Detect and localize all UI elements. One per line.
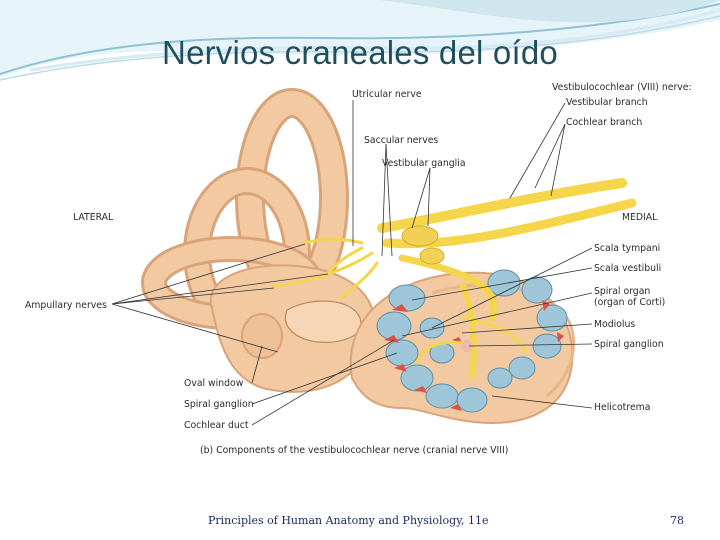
label-scala-vestibuli: Scala vestibuli xyxy=(594,263,662,274)
label-organ-of-corti: (organ of Corti) xyxy=(594,297,666,308)
label-cochlear-duct: Cochlear duct xyxy=(184,420,249,431)
label-cochlear-branch: Cochlear branch xyxy=(566,117,643,128)
label-spiral-organ: Spiral organ xyxy=(594,286,651,297)
label-vestibular-branch: Vestibular branch xyxy=(566,97,648,108)
page-number: 78 xyxy=(670,514,684,527)
label-ampullary-nerves: Ampullary nerves xyxy=(25,300,107,311)
label-vestibular-ganglia: Vestibular ganglia xyxy=(382,158,466,169)
leader-lines xyxy=(111,100,593,426)
label-lateral: LATERAL xyxy=(73,212,114,223)
label-utricular-nerve: Utricular nerve xyxy=(352,89,422,100)
label-saccular-nerves: Saccular nerves xyxy=(364,135,439,146)
slide-footer: Principles of Human Anatomy and Physiolo… xyxy=(208,514,489,527)
label-helicotrema: Helicotrema xyxy=(594,402,651,413)
label-medial: MEDIAL xyxy=(622,212,658,223)
label-modiolus: Modiolus xyxy=(594,319,636,330)
figure-caption: (b) Components of the vestibulocochlear … xyxy=(200,445,509,456)
label-scala-tympani: Scala tympani xyxy=(594,243,661,254)
slide-title: Nervios craneales del oído xyxy=(162,34,558,71)
label-spiral-ganglion-right: Spiral ganglion xyxy=(594,339,664,350)
header-swoosh-decoration xyxy=(0,0,720,81)
label-spiral-ganglion-left: Spiral ganglion xyxy=(184,399,254,410)
label-oval-window: Oval window xyxy=(184,378,244,389)
label-vestibulocochlear-nerve: Vestibulocochlear (VIII) nerve: xyxy=(552,82,692,93)
inner-ear-illustration xyxy=(22,78,698,463)
vestibulocochlear-nerve xyxy=(272,178,637,322)
oval-window-shape xyxy=(241,313,283,359)
